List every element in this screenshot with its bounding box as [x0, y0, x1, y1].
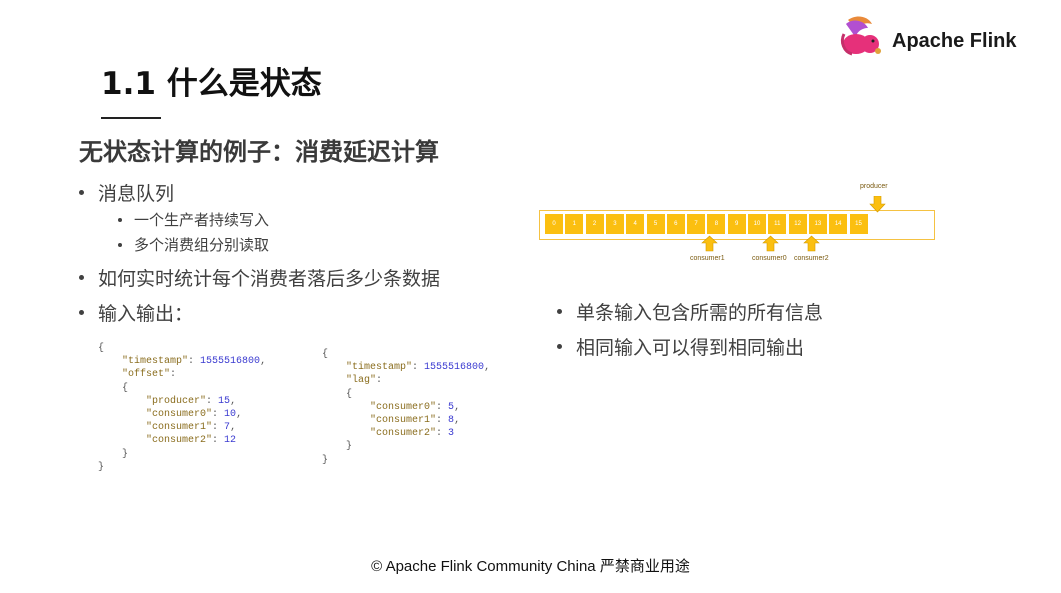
bullet-label: 相同输入可以得到相同输出: [576, 337, 805, 359]
queue-cell: 12: [788, 214, 807, 234]
queue-cell: 3: [605, 214, 624, 234]
output-json-code: { "timestamp": 1555516800, "lag": { "con…: [322, 349, 491, 466]
consumer0-arrow-icon: [762, 235, 779, 252]
queue-cell: 14: [829, 214, 848, 234]
queue-cell: 0: [545, 214, 563, 234]
squirrel-logo-icon: [840, 16, 881, 56]
queue-cell: 1: [565, 214, 584, 234]
bullet-label: 一个生产者持续写入: [134, 211, 270, 229]
consumer0-label: consumer0: [752, 255, 787, 262]
queue-cell: 5: [646, 214, 665, 234]
consumer1-arrow-icon: [701, 235, 718, 252]
queue-container: [539, 210, 935, 240]
bullet-single-input: 单条输入包含所需的所有信息: [557, 298, 823, 325]
bullet-dot: [557, 344, 562, 349]
bullet-label: 多个消费组分别读取: [134, 236, 270, 254]
producer-arrow-icon: [869, 196, 886, 213]
bullet-label: 单条输入包含所需的所有信息: [576, 302, 824, 324]
bullet-dot: [118, 242, 122, 247]
apache-flink-logo: [838, 14, 1028, 58]
queue-cell: 15: [849, 214, 868, 234]
consumer2-arrow-icon: [803, 235, 820, 252]
queue-cell: 6: [666, 214, 685, 234]
queue-cell: 10: [748, 214, 766, 234]
bullet-dot: [79, 275, 84, 280]
sub-bullet-producer: 一个生产者持续写入: [118, 209, 269, 230]
page-title: 1.1 什么是状态: [101, 66, 322, 102]
producer-label: producer: [860, 183, 888, 190]
title-divider: [101, 117, 161, 119]
bullet-dot: [557, 309, 562, 314]
bullet-message-queue: 消息队列: [79, 179, 174, 206]
bullet-label: 消息队列: [98, 183, 175, 205]
consumer2-label: consumer2: [794, 255, 829, 262]
footer-copyright: © Apache Flink Community China 严禁商业用途: [371, 558, 690, 575]
section-subtitle: 无状态计算的例子：消费延迟计算: [79, 138, 439, 166]
bullet-dot: [79, 310, 84, 315]
queue-cell: 8: [707, 214, 726, 234]
logo-text: Apache Flink: [892, 30, 1017, 52]
queue-cell: 13: [808, 214, 827, 234]
bullet-same-output: 相同输入可以得到相同输出: [557, 333, 804, 360]
queue-cell: 4: [626, 214, 645, 234]
sub-bullet-consumers: 多个消费组分别读取: [118, 234, 269, 255]
bullet-dot: [118, 217, 122, 222]
queue-cell: 2: [585, 214, 604, 234]
bullet-io: 输入输出：: [79, 299, 193, 326]
input-json-code: { "timestamp": 1555516800, "offset": { "…: [98, 343, 267, 473]
consumer1-label: consumer1: [690, 255, 725, 262]
bullet-dot: [79, 190, 84, 195]
queue-cell: 7: [687, 214, 706, 234]
queue-cell: 11: [768, 214, 787, 234]
bullet-label: 输入输出：: [98, 303, 194, 325]
queue-cell: 9: [727, 214, 746, 234]
bullet-realtime-lag: 如何实时统计每个消费者落后多少条数据: [79, 264, 440, 291]
bullet-label: 如何实时统计每个消费者落后多少条数据: [98, 268, 441, 290]
